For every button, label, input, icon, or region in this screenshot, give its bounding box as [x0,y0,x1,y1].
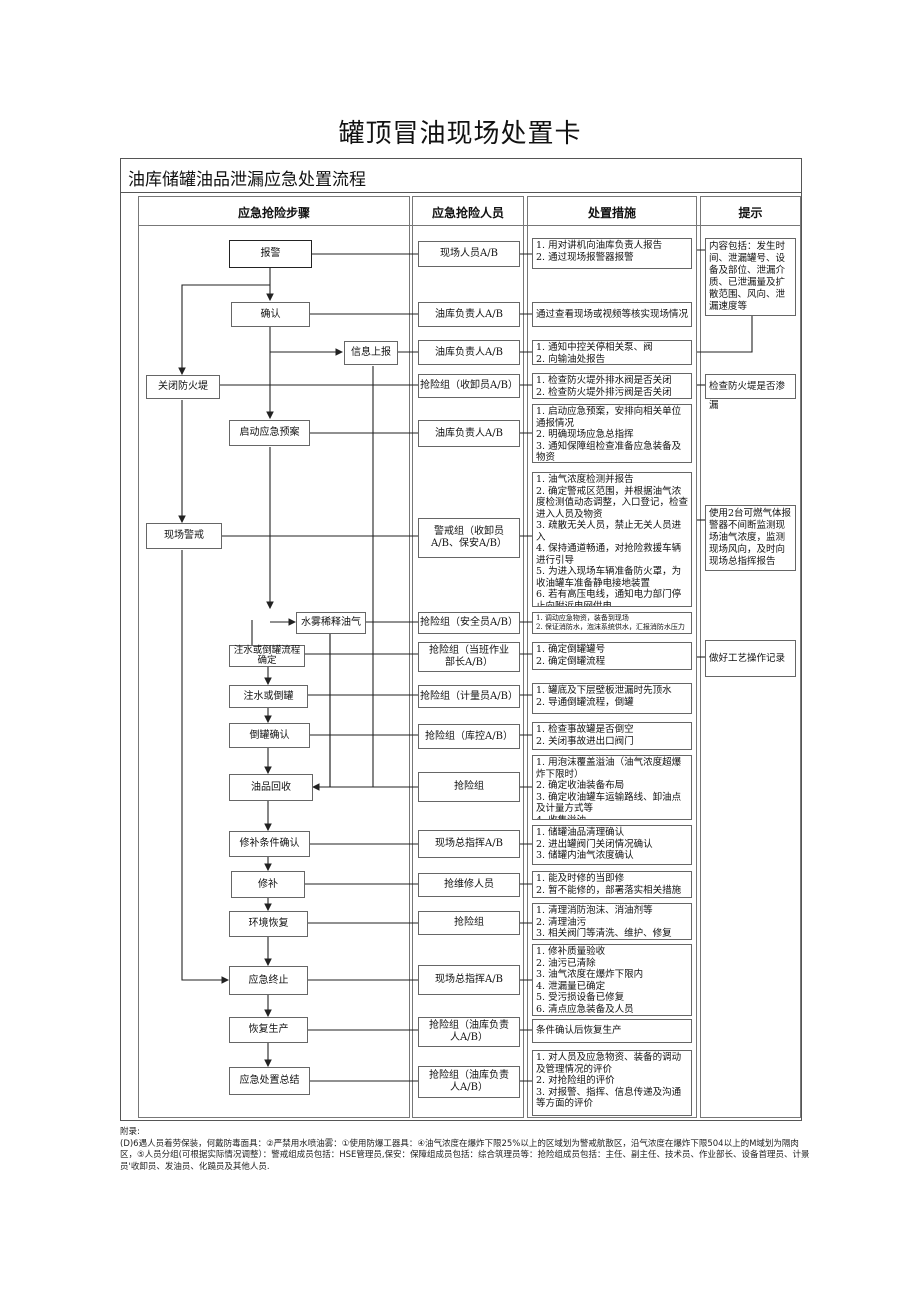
measures-5: 1. 启动应急预案，安排向相关单位通报情况 2. 明确现场应急总指挥 3. 通知… [532,404,692,463]
appendix-notes: 附录: (D)6遇人员着劳保装，何戴防毒面具：②严禁用水喷油雾：①使用防爆工器具… [120,1127,810,1173]
appendix-text: (D)6遇人员着劳保装，何戴防毒面具：②严禁用水喷油雾：①使用防爆工器具：④油气… [120,1138,810,1172]
personnel-5: 油库负责人A/B [418,420,520,447]
flowchart-frame [120,158,802,1121]
measures-11: 1. 用泡沫覆盖溢油（油气浓度超爆炸下限时） 2. 确定收油装备布局 3. 确定… [532,755,692,820]
step-resume: 恢复生产 [229,1017,308,1043]
measures-12: 1. 储罐油品清理确认 2. 进出罐阀门关闭情况确认 3. 储罐内油气浓度确认 [532,825,692,865]
personnel-15: 现场总指挥A/B [418,965,520,995]
step-inject-confirm: 注水或倒罐流程确定 [229,645,305,667]
step-confirm: 确认 [231,302,310,327]
subtitle-divider [120,192,802,193]
header-divider [138,225,801,226]
measures-header: 处置措施 [587,206,636,220]
measures-column [527,196,697,1118]
measures-6: 1. 油气浓度检测并报告 2. 确定警戒区范围，并根据油气浓度检测值动态调整，入… [532,472,692,607]
personnel-column [412,196,524,1118]
tip-4: 做好工艺操作记录 [705,640,796,677]
personnel-7: 抢险组（安全员A/B） [418,612,520,634]
measures-4: 1. 检查防火堤外排水阀是否关闭 2. 检查防火堤外排污阀是否关闭 [532,373,692,399]
measures-2: 通过查看现场或视频等核实现场情况 [532,302,692,327]
steps-column [138,196,410,1118]
tips-header: 提示 [738,206,763,220]
step-terminate: 应急终止 [229,966,308,995]
personnel-header: 应急抢险人员 [431,206,504,220]
measures-8: 1. 确定倒罐罐号 2. 确定倒罐流程 [532,642,692,670]
personnel-12: 现场总指挥A/B [418,830,520,858]
measures-16: 条件确认后恢复生产 [532,1019,692,1043]
measures-14: 1. 清理消防泡沫、消油剂等 2. 清理油污 3. 相关阀门等清洗、维护、修复 [532,903,692,940]
personnel-16: 抢险组（油库负责人A/B） [418,1017,520,1047]
measures-17: 1. 对人员及应急物资、装备的调动及管理情况的评价 2. 对抢险组的评价 3. … [532,1050,692,1116]
personnel-1: 现场人员A/B [418,241,520,267]
steps-header: 应急抢险步骤 [237,206,310,220]
measures-15: 1. 修补质量验收 2. 油污已清除 3. 油气浓度在爆炸下限内 4. 泄漏量已… [532,944,692,1016]
step-alarm: 报警 [229,240,312,268]
step-close-dike: 关闭防火堤 [146,375,220,399]
tip-2: 检查防火堤是否渗漏 [705,374,796,411]
step-info-report: 信息上报 [344,341,398,365]
measures-10: 1. 检查事故罐是否倒空 2. 关闭事故进出口阀门 [532,722,692,750]
tip-3: 使用2台可燃气体报警器不间断监测现场油气浓度，监测现场风向，及时向现场总指挥报告 [705,505,796,571]
personnel-9: 抢险组（计量员A/B） [418,685,520,708]
personnel-11: 抢险组 [418,772,520,802]
flowchart-subtitle: 油库储罐油品泄漏应急处置流程 [128,170,366,190]
personnel-13: 抢维修人员 [418,873,520,897]
personnel-10: 抢险组（库控A/B） [418,724,520,749]
personnel-17: 抢险组（油库负责人A/B） [418,1066,520,1098]
measures-13: 1. 能及时修的当即修 2. 暂不能修的，部署落实相关措施 [532,871,692,898]
personnel-8: 抢险组（当班作业部长A/B） [418,642,520,672]
step-site-alert: 现场警戒 [146,523,222,549]
personnel-3: 油库负责人A/B [418,340,520,365]
step-summary: 应急处置总结 [229,1067,310,1095]
personnel-6: 警戒组（收卸员A/B、保安A/B） [418,518,520,558]
tip-1: 内容包括：发生时间、泄漏罐号、设备及部位、泄漏介质、已泄漏量及扩散范围、风向、泄… [705,238,796,316]
measures-1: 1. 用对讲机向油库负责人报告 2. 通过现场报警器报警 [532,238,692,269]
page-title: 罐顶冒油现场处置卡 [338,119,582,149]
personnel-2: 油库负责人A/B [418,302,520,327]
step-repair: 修补 [231,871,305,898]
step-repair-confirm: 修补条件确认 [229,831,310,857]
step-start-plan: 启动应急预案 [229,420,310,446]
measures-7: 1. 调动应急物资，装备到现场 2. 保证消防水，泡沫系统供水，汇报消防水压力 [532,612,692,634]
step-transfer-confirm: 倒罐确认 [229,723,310,748]
personnel-14: 抢险组 [418,911,520,935]
step-env-restore: 环境恢复 [229,911,308,937]
personnel-4: 抢险组（收卸员A/B） [418,374,520,398]
step-inject: 注水或倒罐 [229,685,308,708]
step-oil-recovery: 油品回收 [229,774,313,801]
appendix-label: 附录: [120,1127,140,1137]
measures-3: 1. 通知中控关停相关泵、阀 2. 向输油处报告 [532,340,692,365]
step-water-mist: 水雾稀释油气 [296,612,366,634]
measures-9: 1. 罐底及下层壁板泄漏时先顶水 2. 导通倒罐流程，倒罐 [532,683,692,714]
